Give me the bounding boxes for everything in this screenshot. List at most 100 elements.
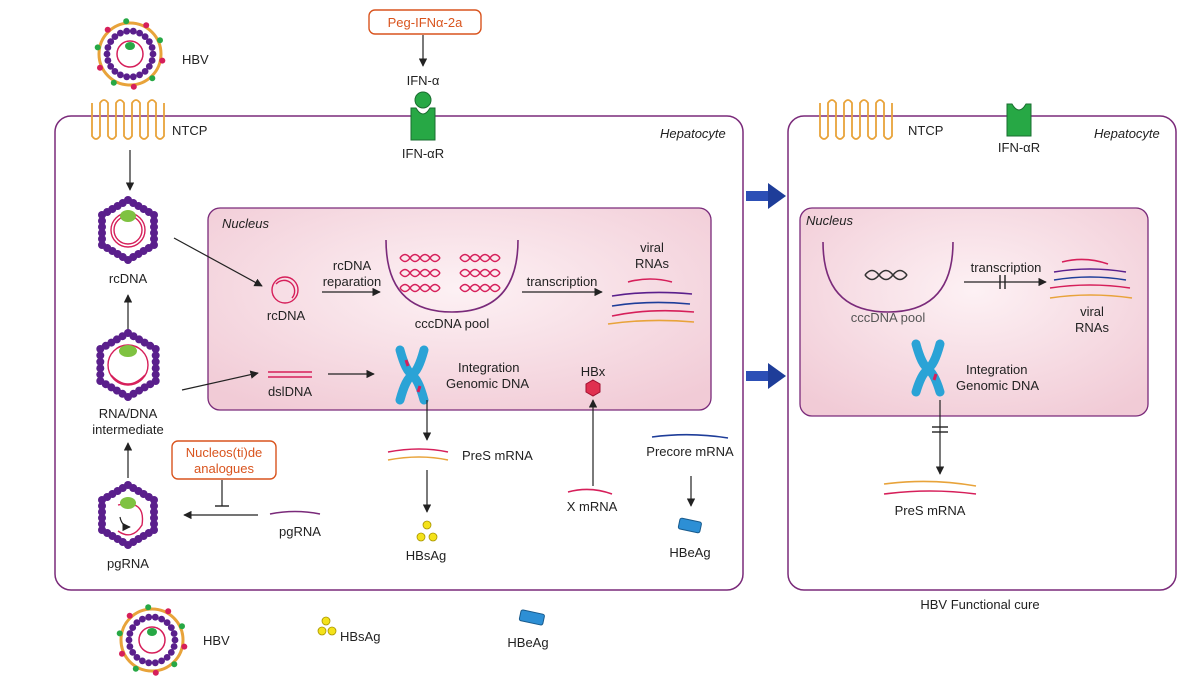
transcription-right-label: transcription [971,260,1042,275]
nucleoside-label-2: analogues [194,461,254,476]
pgrna-label: pgRNA [279,524,321,539]
cccdna-molecule [399,268,441,278]
x-mrna-label: X mRNA [567,499,618,514]
capsid-subunit [133,654,141,661]
capsid-subunit [150,502,158,510]
envelope-protein [152,669,159,676]
capsid-subunit [150,229,158,237]
capsid-subunit [125,636,133,644]
capsid-subunit [151,345,160,353]
hbv-virion-top-icon [94,18,166,90]
ifn-r-left-label: IFN-αR [402,146,444,161]
rna-dna-capsid-icon [96,329,160,401]
capsid-subunit [141,68,149,75]
pgrna-strand [269,510,321,515]
capsid-subunit [126,643,134,650]
envelope-protein [97,64,103,71]
envelope-protein [145,604,152,611]
capsid-subunit [98,229,106,237]
hbsag-bottom-icon [317,616,337,636]
envelope-protein [165,608,172,615]
viral-rnas-right-1: viral [1080,304,1104,319]
capsid-subunit [158,615,165,623]
pres-mrna-left-label: PreS mRNA [462,448,533,463]
capsid-subunit [98,502,106,510]
capsid-subunit [96,364,105,373]
capsid-subunit [111,68,119,75]
pgrna-capsid-label: pgRNA [107,556,149,571]
capsid-subunit [171,636,179,644]
capsid-subunit [98,526,106,534]
ntcp-right-label: NTCP [908,123,943,138]
capsid-subunit [129,73,137,81]
envelope-protein [126,612,133,619]
capsid-subunit [111,33,119,40]
peg-ifn-box [368,9,482,35]
capsid-subunit [104,44,112,51]
functional-cure-label: HBV Functional cure [920,597,1039,612]
envelope-protein [159,57,166,64]
capsid-subunit [98,223,106,231]
capsid-subunit [167,649,175,656]
capsid-subunit [170,643,178,650]
capsid-subunit [98,241,106,249]
envelope-protein [181,643,188,650]
envelope-protein [116,630,123,637]
hepatocyte-left-membrane [54,115,744,591]
nucleus-right-label: Nucleus [806,213,853,228]
capsid-subunit [149,50,157,58]
integration-right-1: Integration [966,362,1027,377]
capsid-subunit [103,50,111,58]
precore-mrna-strand [651,433,729,439]
cccdna-right-molecule [864,269,908,281]
capsid-subunit [104,57,112,64]
capsid-subunit [141,33,149,40]
chromosome-right-icon [911,339,945,397]
envelope-protein [157,37,163,44]
capsid-subunit [158,657,165,665]
hbeag-bottom-icon [518,609,545,626]
capsid-subunit [151,357,160,366]
rna-dna-label-1: RNA/DNA [99,406,158,421]
envelope-protein [123,18,130,25]
viral-rnas-right-2: RNAs [1075,320,1109,335]
capsid-subunit [107,38,115,45]
hepatocyte-left-label: Hepatocyte [660,126,726,141]
capsid-subunit [98,514,106,522]
capsid-subunit [136,29,143,37]
capsid-subunit [167,624,175,631]
capsid-subunit [117,71,124,79]
x-mrna-strand [567,488,613,495]
hbsag-bottom-label: HBsAg [340,629,380,644]
cccdna-molecule [459,268,501,278]
cccdna-molecule [399,253,441,263]
nucleoside-analogues-box [171,440,277,480]
ifn-r-right-label: IFN-αR [998,140,1040,155]
cccdna-pool-right-label: cccDNA pool [851,310,926,325]
cccdna-pool-left-label: cccDNA pool [415,316,490,331]
hbeag-inside-label: HBeAg [669,545,710,560]
envelope-protein [94,44,101,51]
capsid-subunit [145,613,153,621]
rcdna-nuc-label: rcDNA [267,308,306,323]
capsid-subunit [151,659,159,667]
capsid-subunit [129,27,137,35]
viral-rnas-left-2: RNAs [635,256,669,271]
viral-rnas-left-1: viral [640,240,664,255]
capsid-subunit [145,63,153,70]
capsid-subunit [148,44,156,51]
hbx-icon [585,379,601,397]
rcdna-capsid-icon [98,196,158,264]
rna-dna-label-2: intermediate [92,422,164,437]
capsid-subunit [151,370,160,379]
hbx-label: HBx [581,364,606,379]
capsid-subunit [126,630,134,637]
transcription-left-label: transcription [527,274,598,289]
rcdna-cyto-label: rcDNA [109,271,148,286]
capsid-subunit [150,520,158,528]
cccdna-molecule [459,283,501,293]
capsid-subunit [150,496,158,504]
capsid-subunit [145,659,153,667]
capsid-subunit [98,508,106,516]
